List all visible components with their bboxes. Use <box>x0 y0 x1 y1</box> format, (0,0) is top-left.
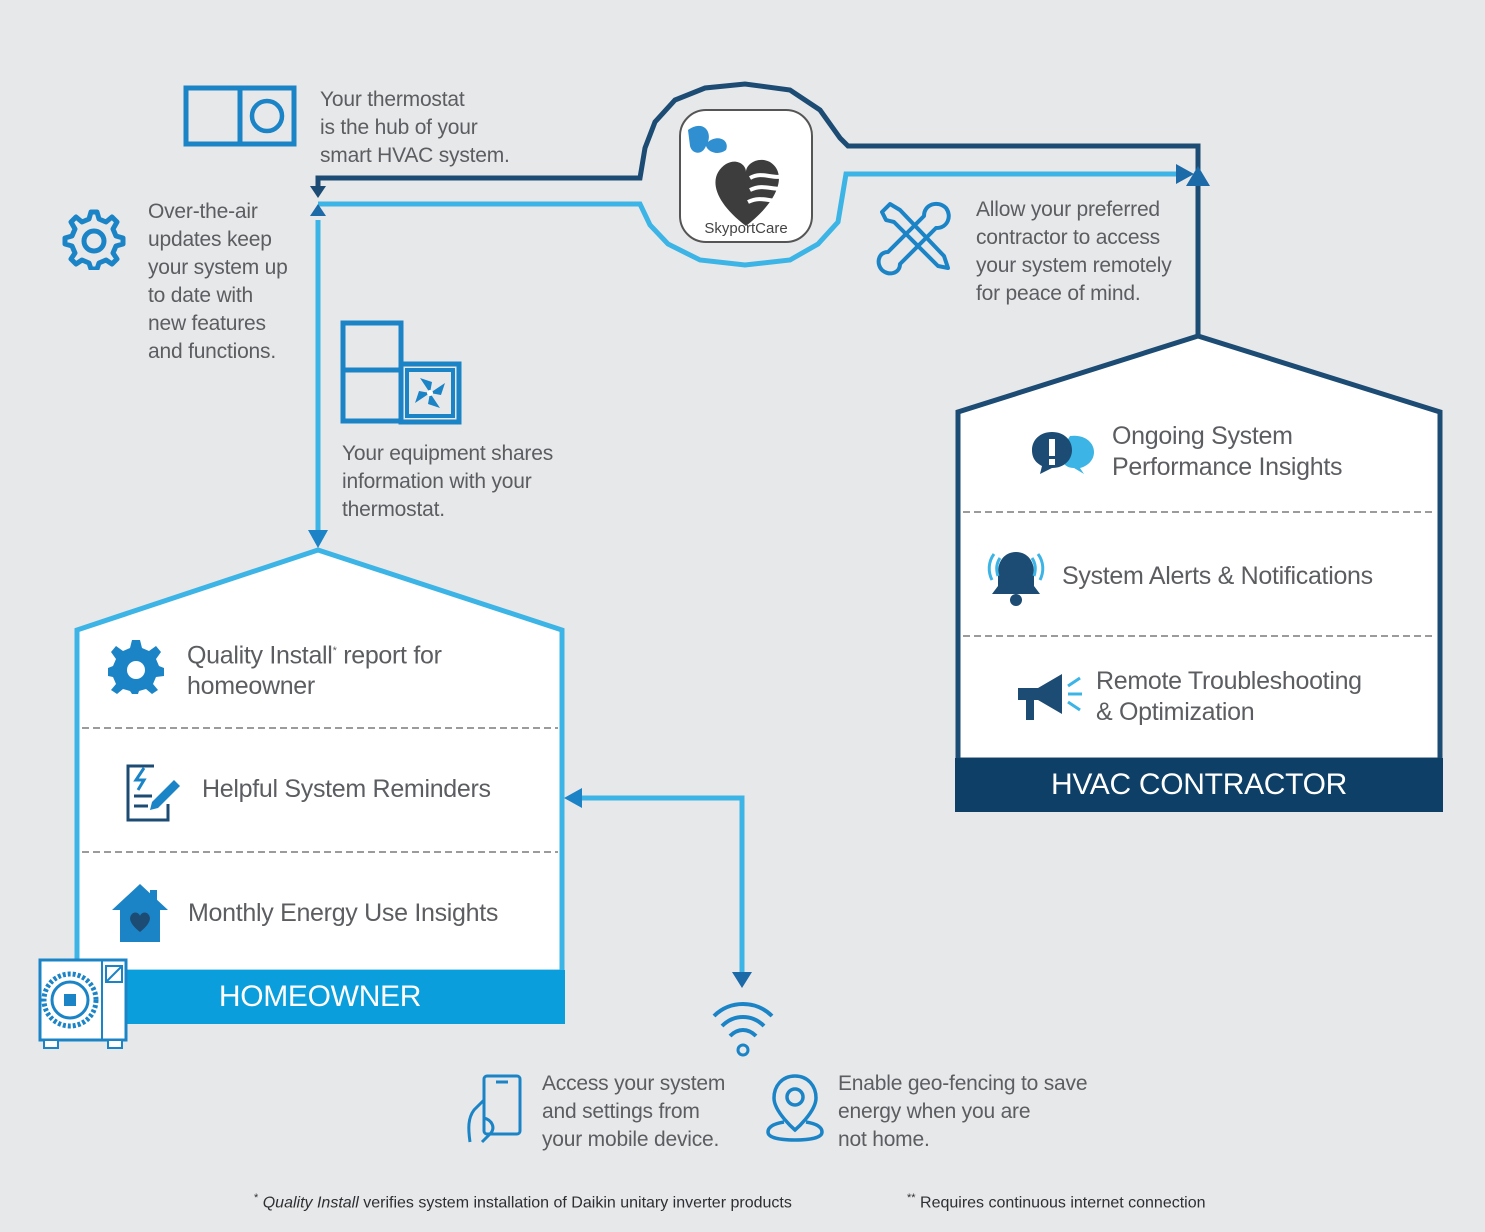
chat-alert-icon <box>1030 430 1096 481</box>
callout-line: for peace of mind. <box>976 282 1141 305</box>
contractor-arrow-up <box>1186 166 1210 186</box>
homeowner-arrow-down <box>308 530 328 548</box>
callout-line: Over-the-air <box>148 200 258 223</box>
mobile-hand-icon <box>462 1072 528 1151</box>
contractor-arrow-right <box>1176 164 1194 184</box>
callout-line: and settings from <box>542 1100 700 1123</box>
location-pin-icon <box>766 1072 824 1147</box>
gear-icon <box>54 206 128 275</box>
callout-line: Allow your preferred <box>976 198 1160 221</box>
callout-line: updates keep <box>148 228 272 251</box>
skyportcare-app-icon: SkyportCare <box>678 108 814 244</box>
callout-line: new features <box>148 312 266 335</box>
reminders-feature: Helpful System Reminders <box>202 775 491 803</box>
mobile-callout: Access your system and settings from you… <box>542 1070 725 1154</box>
wifi-arrow-down <box>732 972 752 988</box>
footnote-quality-install: * Quality Install verifies system instal… <box>254 1192 792 1212</box>
callout-line: contractor to access <box>976 226 1160 249</box>
thermostat-contractor-line <box>315 81 1201 188</box>
callout-line: and functions. <box>148 340 276 363</box>
callout-line: to date with <box>148 284 253 307</box>
feature-text: & Optimization <box>1096 698 1255 726</box>
callout-line: information with your <box>342 470 532 493</box>
feature-text: Performance Insights <box>1112 453 1343 481</box>
contractor-banner <box>955 758 1443 812</box>
callout-line: Your thermostat <box>320 88 465 111</box>
equipment-callout: Your equipment shares information with y… <box>342 440 553 524</box>
feature-text: Quality Install <box>187 641 333 670</box>
energy-feature: Monthly Energy Use Insights <box>188 899 499 927</box>
thermostat-arrow-up <box>310 204 326 216</box>
callout-line: Enable geo-fencing to save <box>838 1072 1088 1095</box>
callout-line: your system remotely <box>976 254 1172 277</box>
callout-line: thermostat. <box>342 498 445 521</box>
feature-text: Remote Troubleshooting <box>1096 667 1362 695</box>
contractor-access-callout: Allow your preferred contractor to acces… <box>976 196 1172 308</box>
app-logo-label: SkyportCare <box>704 220 788 237</box>
performance-feature: Ongoing System Performance Insights <box>1112 421 1343 483</box>
thermostat-callout: Your thermostat is the hub of your smart… <box>320 86 510 170</box>
reminders-arrow-left <box>564 788 582 808</box>
footnote-internet: ** Requires continuous internet connecti… <box>907 1192 1206 1212</box>
megaphone-icon <box>1014 672 1084 729</box>
contractor-label: HVAC CONTRACTOR <box>1050 768 1348 801</box>
callout-line: Access your system <box>542 1072 726 1095</box>
feature-text: homeowner <box>187 672 315 701</box>
tools-icon <box>874 198 954 283</box>
callout-line: is the hub of your <box>320 116 478 139</box>
footnote-marker: ** <box>907 1192 916 1204</box>
callout-line: your mobile device. <box>542 1128 720 1151</box>
bell-icon <box>984 544 1048 613</box>
callout-line: smart HVAC system. <box>320 144 510 167</box>
homeowner-label: HOMEOWNER <box>218 980 422 1013</box>
alerts-feature: System Alerts & Notifications <box>1062 562 1373 590</box>
app-thermostat-line <box>318 171 1178 268</box>
footnote-marker: * <box>254 1192 259 1204</box>
callout-line: energy when you are <box>838 1100 1031 1123</box>
callout-line: Your equipment shares <box>342 442 553 465</box>
feature-text: report for <box>336 641 442 670</box>
wifi-icon <box>710 996 776 1063</box>
callout-line: not home. <box>838 1128 930 1151</box>
thermostat-icon <box>183 85 298 152</box>
thermostat-arrow-down <box>310 186 326 198</box>
outdoor-unit-icon <box>38 958 128 1055</box>
footnote-text: Requires continuous internet connection <box>915 1194 1206 1212</box>
home-heart-icon <box>110 882 170 949</box>
wifi-line <box>582 795 745 972</box>
equipment-icon <box>340 320 464 431</box>
callout-line: your system up <box>148 256 288 279</box>
geofence-callout: Enable geo-fencing to save energy when y… <box>838 1070 1088 1154</box>
feature-text: Ongoing System <box>1112 422 1293 450</box>
footnote-marker: * <box>332 645 337 657</box>
cog-icon <box>108 638 164 699</box>
quality-install-feature: Quality Install* report for homeowner <box>187 636 442 702</box>
troubleshooting-feature: Remote Troubleshooting & Optimization <box>1096 666 1362 728</box>
document-edit-icon <box>124 762 184 829</box>
footnote-italic: Quality Install <box>262 1194 359 1212</box>
ota-callout: Over-the-air updates keep your system up… <box>148 198 288 366</box>
homeowner-banner <box>75 970 565 1024</box>
footnote-text: verifies system installation of Daikin u… <box>358 1194 792 1212</box>
